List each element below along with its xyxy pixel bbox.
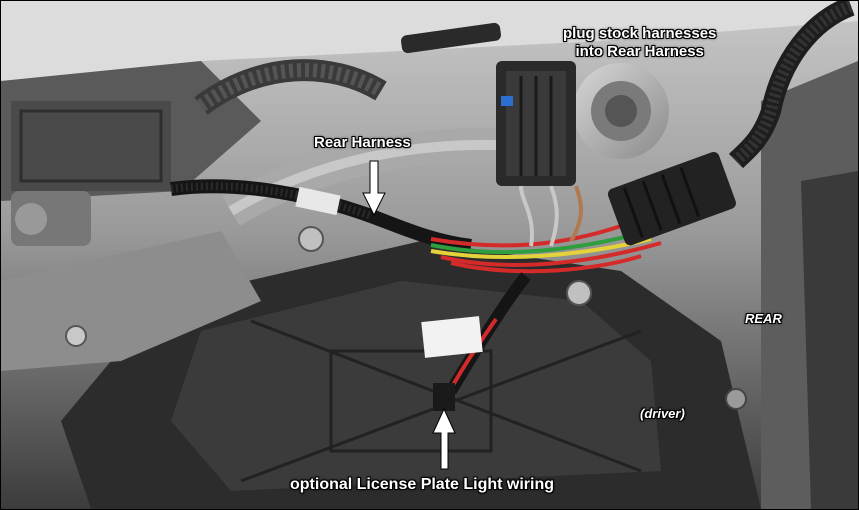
arrow-license-wiring <box>432 407 456 470</box>
callout-plug-line2: into Rear Harness <box>575 43 704 60</box>
arrow-rear-harness <box>362 160 386 217</box>
frame-box-left <box>11 101 171 191</box>
stock-connector-top <box>401 22 576 186</box>
colored-wires <box>430 185 662 274</box>
callout-plug-harnesses: plug stock harnesses into Rear Harness <box>563 25 716 61</box>
callout-rear: REAR <box>745 311 782 326</box>
callout-rear-harness: Rear Harness <box>314 134 411 151</box>
callout-plug-line1: plug stock harnesses <box>563 25 717 42</box>
license-light-pigtail <box>421 272 531 411</box>
coiled-hose <box>194 59 387 115</box>
harness-tag <box>295 186 341 216</box>
bolt <box>298 226 324 252</box>
bolt <box>725 388 747 410</box>
callout-driver: (driver) <box>640 406 685 421</box>
bolt <box>566 280 592 306</box>
callout-license-wiring: optional License Plate Light wiring <box>290 476 555 493</box>
stock-connector-right <box>607 151 736 246</box>
